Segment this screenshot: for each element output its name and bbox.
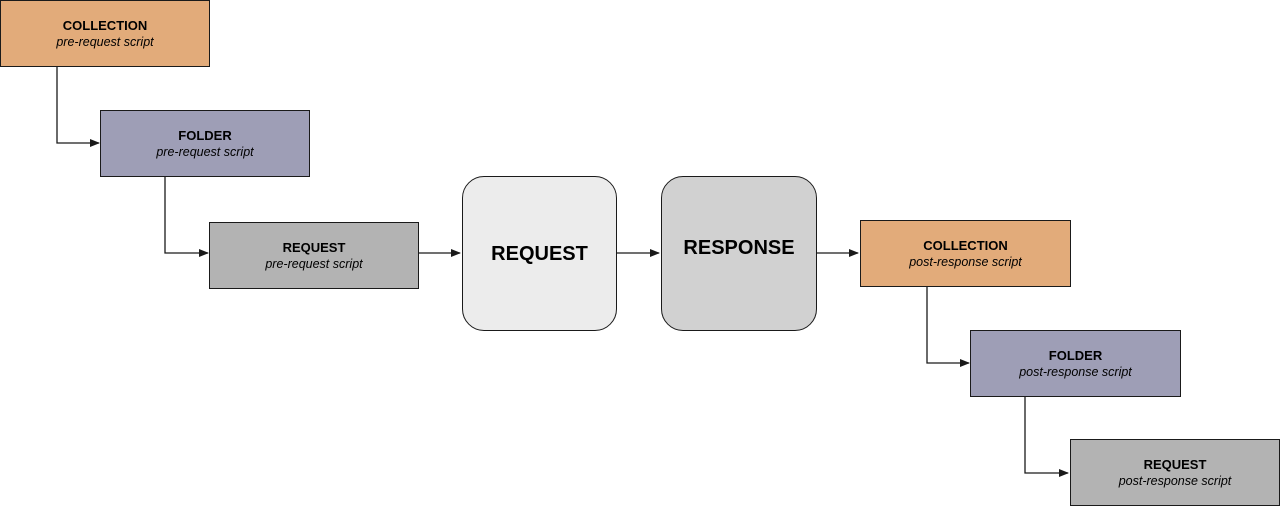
node-subtitle: pre-request script [265, 256, 363, 271]
node-subtitle: pre-request script [156, 144, 254, 159]
request-pre-request-node: REQUEST pre-request script [209, 222, 419, 289]
response-node: RESPONSE [661, 176, 817, 331]
edge-collection-to-folder-pre [56, 67, 100, 147]
node-title: RESPONSE [683, 236, 795, 259]
node-subtitle: post-response script [1118, 473, 1232, 488]
node-title: FOLDER [1048, 347, 1103, 363]
node-title: COLLECTION [62, 17, 148, 33]
collection-post-response-node: COLLECTION post-response script [860, 220, 1071, 287]
edge-collection-to-folder-post [926, 287, 970, 367]
collection-pre-request-node: COLLECTION pre-request script [0, 0, 210, 67]
edge-folder-to-request-post [1024, 397, 1069, 477]
node-title: COLLECTION [923, 237, 1008, 253]
request-node: REQUEST [462, 176, 617, 331]
node-title: FOLDER [178, 127, 232, 143]
node-title: REQUEST [282, 239, 346, 255]
node-subtitle: post-response script [1019, 364, 1132, 379]
node-subtitle: post-response script [909, 254, 1022, 269]
edge-folder-to-request-pre [164, 177, 209, 257]
node-title: REQUEST [491, 242, 588, 265]
node-subtitle: pre-request script [56, 34, 154, 49]
request-post-response-node: REQUEST post-response script [1070, 439, 1280, 506]
folder-post-response-node: FOLDER post-response script [970, 330, 1181, 397]
folder-pre-request-node: FOLDER pre-request script [100, 110, 310, 177]
node-title: REQUEST [1143, 456, 1207, 472]
